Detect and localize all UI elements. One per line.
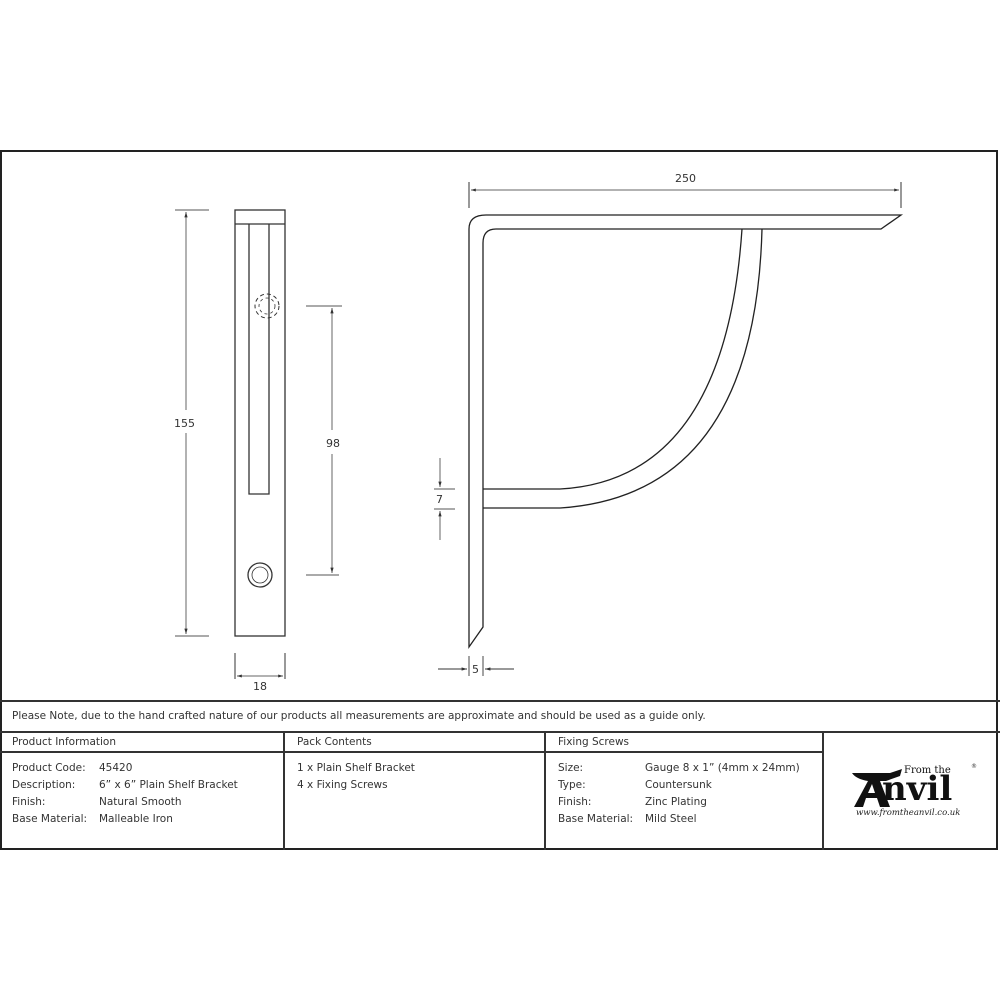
row-value: Gauge 8 x 1” (4mm x 24mm)	[645, 762, 800, 774]
registered-mark: ®	[971, 763, 977, 770]
row-label: Size:	[558, 762, 584, 774]
info-row: Finish: Natural Smooth	[12, 794, 271, 811]
info-row: Base Material: Malleable Iron	[12, 811, 271, 828]
fixing-screws-heading: Fixing Screws	[546, 733, 822, 753]
dimension-155	[175, 209, 209, 637]
front-view	[234, 209, 286, 637]
logo-brand: nvil	[882, 769, 953, 809]
info-row: Size: Gauge 8 x 1” (4mm x 24mm)	[558, 760, 810, 777]
pack-item: 1 x Plain Shelf Bracket	[297, 762, 415, 774]
row-label: Base Material:	[558, 813, 634, 825]
dim-label-5: 5	[472, 663, 479, 676]
info-table: Product Information Product Code: 45420 D…	[0, 731, 1000, 850]
disclaimer-note: Please Note, due to the hand crafted nat…	[0, 700, 1000, 731]
info-row: Type: Countersunk	[558, 777, 810, 794]
dimension-5	[438, 656, 514, 676]
dim-label-7: 7	[436, 493, 443, 506]
fixing-screws-panel: Fixing Screws Size: Gauge 8 x 1” (4mm x 2…	[546, 733, 824, 850]
row-value: 45420	[99, 762, 133, 774]
pack-contents-panel: Pack Contents 1 x Plain Shelf Bracket 4 …	[285, 733, 546, 850]
dim-label-155: 155	[174, 417, 195, 430]
row-value: Natural Smooth	[99, 796, 182, 808]
pack-item: 4 x Fixing Screws	[297, 779, 388, 791]
row-value: 6” x 6” Plain Shelf Bracket	[99, 779, 238, 791]
dim-label-18: 18	[253, 680, 267, 693]
row-value: Zinc Plating	[645, 796, 707, 808]
side-view	[468, 214, 904, 650]
row-label: Base Material:	[12, 813, 88, 825]
row-value: Mild Steel	[645, 813, 697, 825]
from-the-anvil-logo: From the nvil ® www.fromtheanvil.co.uk	[850, 763, 980, 823]
dimension-7	[434, 458, 455, 540]
row-label: Finish:	[558, 796, 592, 808]
row-label: Description:	[12, 779, 76, 791]
row-label: Product Code:	[12, 762, 86, 774]
dim-label-250: 250	[675, 172, 696, 185]
info-row: Base Material: Mild Steel	[558, 811, 810, 828]
dim-label-98: 98	[326, 437, 340, 450]
row-label: Type:	[558, 779, 586, 791]
dimension-18	[234, 653, 286, 679]
row-value: Countersunk	[645, 779, 712, 791]
product-information-panel: Product Information Product Code: 45420 D…	[0, 733, 285, 850]
row-label: Finish:	[12, 796, 46, 808]
info-row: Description: 6” x 6” Plain Shelf Bracket	[12, 777, 271, 794]
logo-from-the: From the	[904, 765, 951, 776]
pack-contents-heading: Pack Contents	[285, 733, 544, 753]
product-information-heading: Product Information	[0, 733, 283, 753]
dimension-250	[468, 182, 902, 208]
dimension-98	[306, 305, 342, 576]
anvil-icon	[852, 769, 902, 807]
row-value: Malleable Iron	[99, 813, 173, 825]
logo-url: www.fromtheanvil.co.uk	[856, 808, 961, 818]
info-row: Product Code: 45420	[12, 760, 271, 777]
info-row: Finish: Zinc Plating	[558, 794, 810, 811]
technical-drawing: 155 98 18 250 7 5	[174, 172, 904, 693]
drawing-sheet	[0, 150, 998, 850]
logo-panel: From the nvil ® www.fromtheanvil.co.uk	[824, 733, 998, 850]
